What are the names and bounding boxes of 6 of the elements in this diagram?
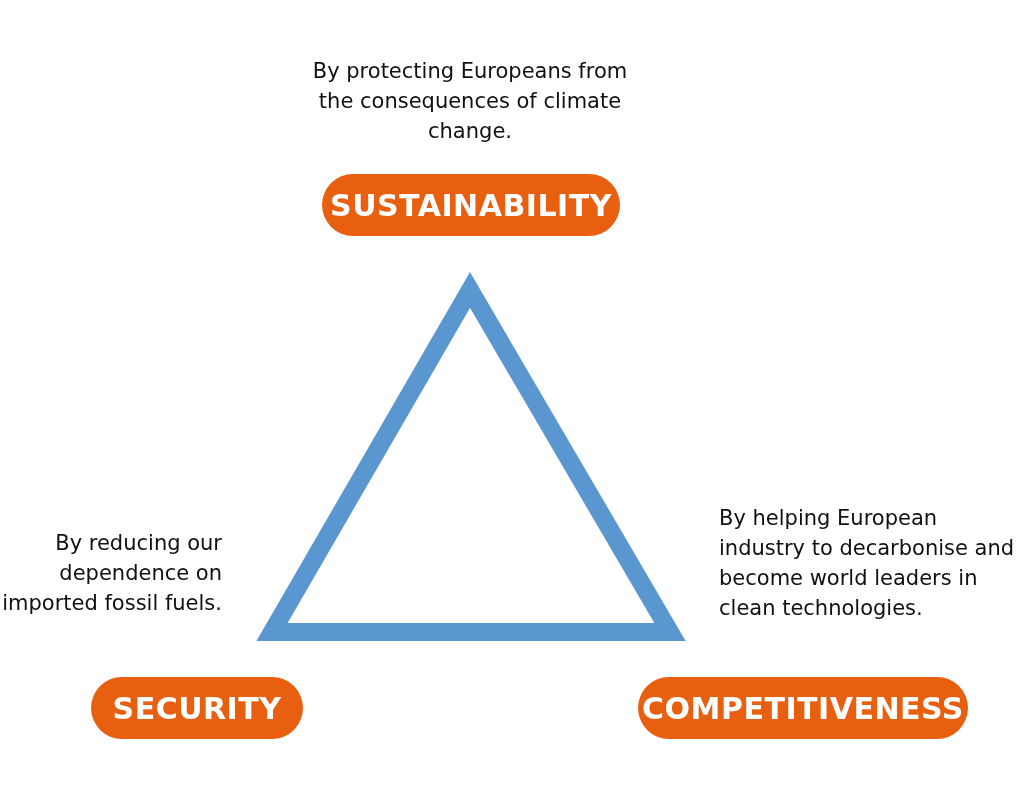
- description-text: By protecting Europeans from the consequences of climate change.: [311, 58, 629, 145]
- category-pill: SUSTAINABILITY: [322, 174, 620, 236]
- description-text: By helping European industry to decarbonise and become world leaders in clean technologies.: [719, 505, 1016, 622]
- description-text: By reducing our dependence on imported fossil fuels.: [1, 530, 222, 617]
- category-pill: SECURITY: [91, 677, 303, 739]
- category-pill: COMPETITIVENESS: [638, 677, 968, 739]
